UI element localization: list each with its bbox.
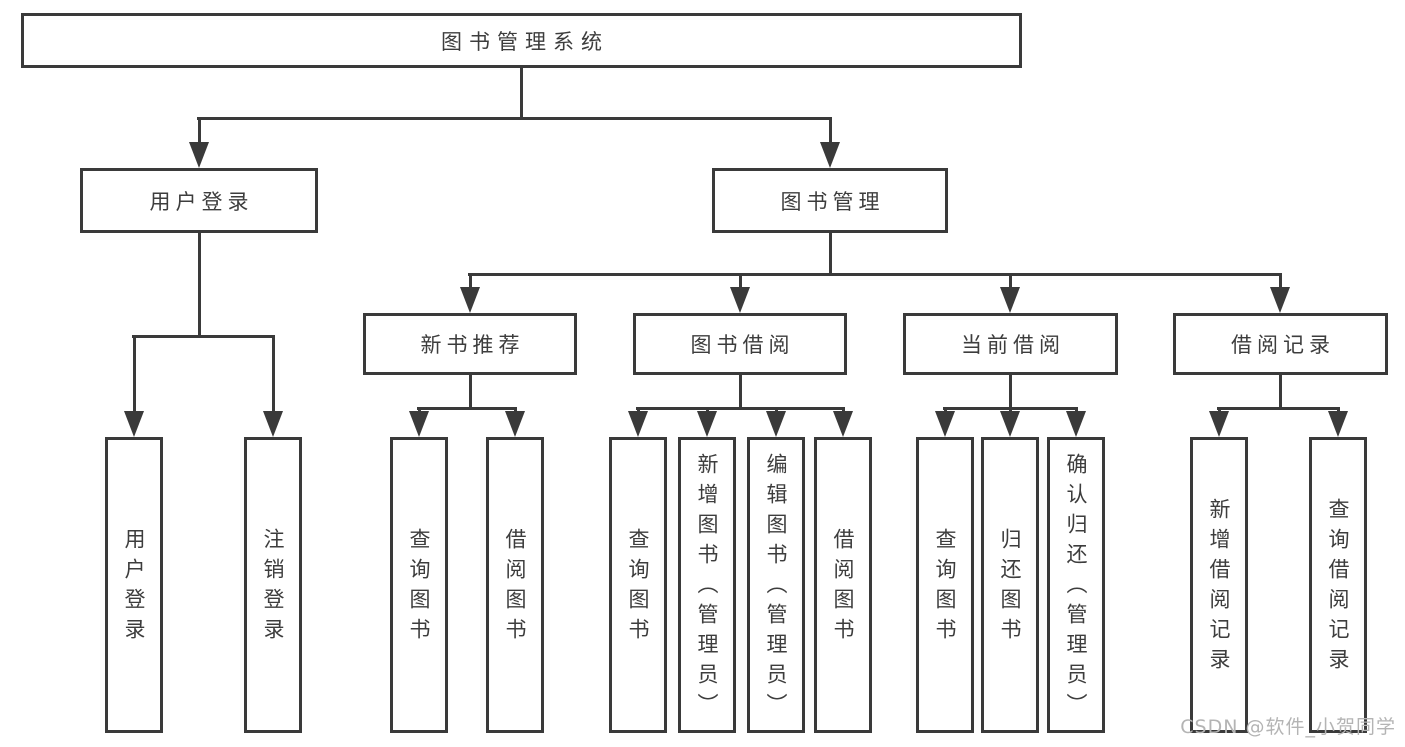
node-library-management-system: 图书管理系统 bbox=[21, 13, 1022, 68]
connector-line bbox=[1008, 407, 1012, 413]
arrow-down-icon bbox=[1000, 287, 1020, 313]
leaf-query-borrow-record: 查询借阅记录 bbox=[1309, 437, 1367, 733]
connector-line bbox=[197, 117, 201, 144]
arrow-down-icon bbox=[1000, 411, 1020, 437]
arrow-down-icon bbox=[820, 142, 840, 168]
arrow-down-icon bbox=[505, 411, 525, 437]
node-book-management: 图书管理 bbox=[712, 168, 948, 233]
arrow-down-icon bbox=[124, 411, 144, 437]
leaf-borrow-books-2: 借阅图书 bbox=[814, 437, 872, 733]
connector-line bbox=[738, 273, 742, 289]
connector-line bbox=[271, 335, 275, 413]
connector-line bbox=[828, 117, 832, 144]
connector-line bbox=[636, 407, 845, 410]
connector-line bbox=[1336, 407, 1340, 413]
arrow-down-icon bbox=[766, 411, 786, 437]
connector-line bbox=[520, 66, 523, 120]
connector-line bbox=[774, 407, 778, 413]
connector-line bbox=[1008, 373, 1012, 410]
leaf-add-borrow-record: 新增借阅记录 bbox=[1190, 437, 1248, 733]
leaf-confirm-return-admin: 确认归还（管理员） bbox=[1047, 437, 1105, 733]
arrow-down-icon bbox=[1209, 411, 1229, 437]
connector-line bbox=[1278, 373, 1282, 410]
node-user-login: 用户登录 bbox=[80, 168, 318, 233]
connector-line bbox=[1217, 407, 1221, 413]
leaf-borrow-books-1: 借阅图书 bbox=[486, 437, 544, 733]
arrow-down-icon bbox=[460, 287, 480, 313]
connector-line bbox=[841, 407, 845, 413]
connector-line bbox=[132, 335, 275, 338]
arrow-down-icon bbox=[697, 411, 717, 437]
node-book-borrowing: 图书借阅 bbox=[633, 313, 847, 375]
arrow-down-icon bbox=[935, 411, 955, 437]
connector-line bbox=[943, 407, 947, 413]
arrow-down-icon bbox=[409, 411, 429, 437]
connector-line bbox=[738, 373, 742, 410]
arrow-down-icon bbox=[263, 411, 283, 437]
connector-line bbox=[468, 273, 472, 289]
arrow-down-icon bbox=[833, 411, 853, 437]
leaf-query-books-2: 查询图书 bbox=[609, 437, 667, 733]
connector-line bbox=[1278, 273, 1282, 289]
csdn-watermark: CSDN @软件_小贺同学 bbox=[1180, 716, 1396, 738]
leaf-add-books-admin: 新增图书（管理员） bbox=[678, 437, 736, 733]
node-borrowing-records: 借阅记录 bbox=[1173, 313, 1388, 375]
connector-line bbox=[1217, 407, 1340, 410]
connector-line bbox=[417, 407, 517, 410]
leaf-query-books-1: 查询图书 bbox=[390, 437, 448, 733]
arrow-down-icon bbox=[1270, 287, 1290, 313]
leaf-user-login: 用户登录 bbox=[105, 437, 163, 733]
leaf-return-books: 归还图书 bbox=[981, 437, 1039, 733]
connector-line bbox=[1074, 407, 1078, 413]
leaf-query-books-3: 查询图书 bbox=[916, 437, 974, 733]
connector-line bbox=[636, 407, 640, 413]
arrow-down-icon bbox=[730, 287, 750, 313]
connector-line bbox=[468, 373, 472, 410]
leaf-logout: 注销登录 bbox=[244, 437, 302, 733]
arrow-down-icon bbox=[1066, 411, 1086, 437]
arrow-down-icon bbox=[189, 142, 209, 168]
connector-line bbox=[197, 231, 201, 338]
arrow-down-icon bbox=[628, 411, 648, 437]
connector-line bbox=[197, 117, 832, 120]
connector-line bbox=[513, 407, 517, 413]
leaf-edit-books-admin: 编辑图书（管理员） bbox=[747, 437, 805, 733]
arrow-down-icon bbox=[1328, 411, 1348, 437]
connector-line bbox=[1008, 273, 1012, 289]
connector-line bbox=[828, 231, 832, 276]
node-new-book-recommendation: 新书推荐 bbox=[363, 313, 577, 375]
connector-line bbox=[132, 335, 136, 413]
connector-line bbox=[705, 407, 709, 413]
node-current-borrowing: 当前借阅 bbox=[903, 313, 1118, 375]
connector-line bbox=[468, 273, 1282, 276]
connector-line bbox=[417, 407, 421, 413]
